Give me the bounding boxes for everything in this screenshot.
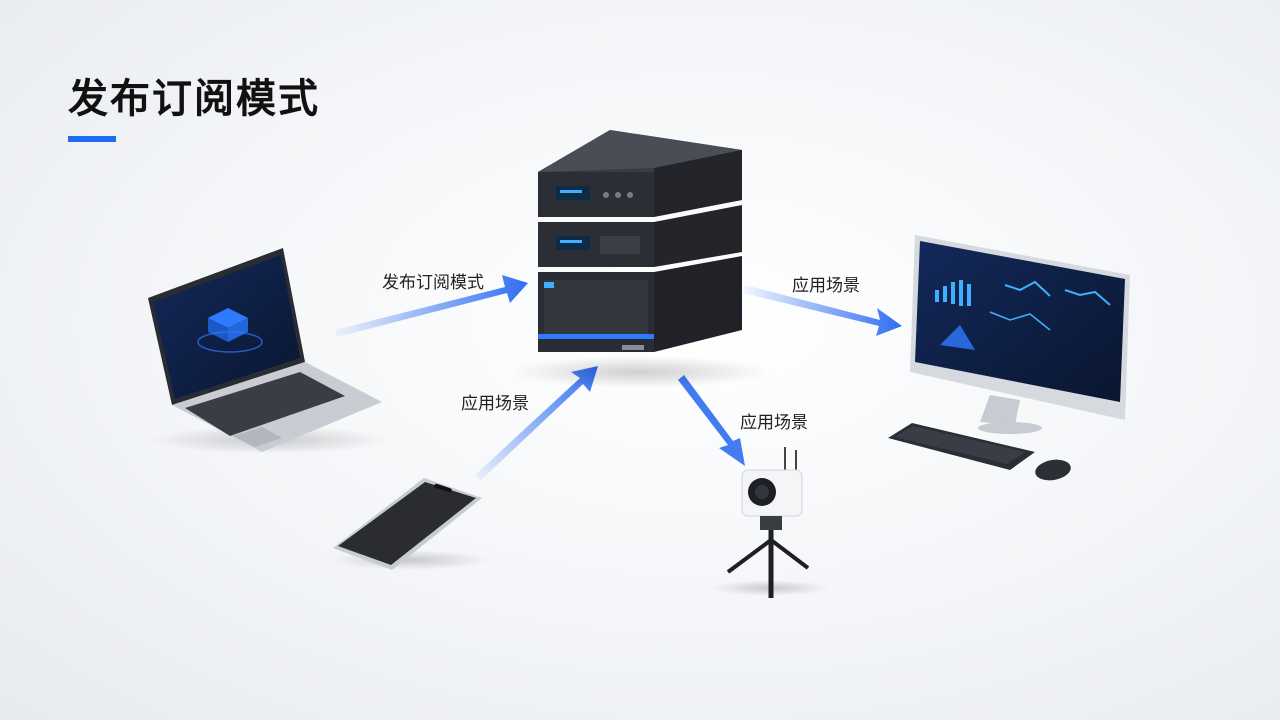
mouse-icon bbox=[1035, 459, 1071, 481]
arrow-server-to-monitor bbox=[743, 285, 902, 336]
label-phone-to-server: 应用场景 bbox=[461, 394, 529, 414]
monitor-icon bbox=[910, 235, 1130, 434]
keyboard-icon bbox=[888, 423, 1035, 470]
arrow-laptop-to-server bbox=[335, 275, 528, 337]
label-laptop-to-server: 发布订阅模式 bbox=[382, 273, 484, 293]
server-icon bbox=[510, 130, 770, 388]
arrow-server-to-camera bbox=[678, 375, 745, 466]
laptop-icon bbox=[148, 248, 390, 454]
page-title: 发布订阅模式 bbox=[68, 76, 320, 122]
arrow-phone-to-server bbox=[475, 366, 598, 481]
label-server-to-monitor: 应用场景 bbox=[792, 276, 860, 296]
phone-icon bbox=[330, 478, 490, 570]
label-server-to-camera: 应用场景 bbox=[740, 413, 808, 433]
camera-icon bbox=[710, 447, 830, 598]
title-accent-bar bbox=[68, 136, 116, 142]
dashboard-bars bbox=[935, 280, 971, 306]
